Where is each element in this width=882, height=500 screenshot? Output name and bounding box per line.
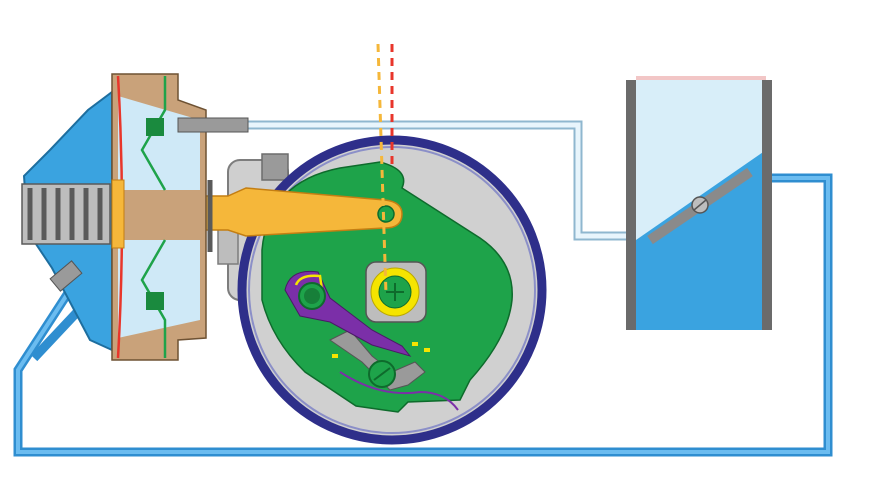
vacuum-canister	[21, 73, 249, 361]
vacuum-line-primary	[205, 120, 632, 241]
throttle-butterfly-valve	[647, 167, 753, 245]
throttle-body	[626, 76, 772, 330]
timing-reference-lines	[376, 43, 394, 295]
contact-breaker-points	[284, 270, 459, 411]
diaphragm	[116, 75, 167, 359]
cam	[365, 261, 427, 323]
